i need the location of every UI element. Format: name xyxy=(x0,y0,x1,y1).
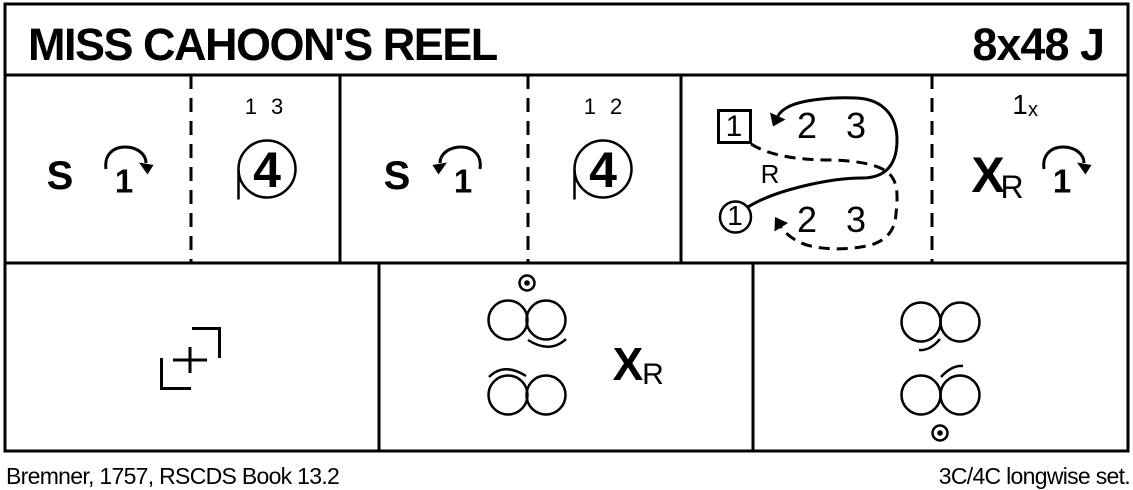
reel-dancer-number: 3 xyxy=(845,105,867,146)
cross-hand-label: R xyxy=(642,358,664,391)
dancer-circle xyxy=(900,374,942,416)
pivot-dot-icon xyxy=(931,424,949,442)
pivot-dot-center xyxy=(937,430,943,436)
turn-anticlockwise-icon xyxy=(432,145,482,175)
turn-couple-number: 1 xyxy=(114,162,134,200)
pivot-dot-center xyxy=(524,280,530,286)
couple-number: 1 xyxy=(1012,89,1028,120)
set-label: S xyxy=(46,154,74,198)
cross-label: X xyxy=(971,147,1005,203)
reel-dancer-number: 2 xyxy=(796,199,818,240)
source-caption: Bremner, 1757, RSCDS Book 13.2 xyxy=(6,463,340,489)
first-woman-number: 1 xyxy=(727,200,743,231)
turn-couple-number: 1 xyxy=(1052,162,1072,200)
dance-title: MISS CAHOON'S REEL xyxy=(28,19,498,70)
circle-four-icon xyxy=(237,139,297,200)
outer-border xyxy=(3,2,1130,453)
hands-round-number: 4 xyxy=(589,142,617,198)
cross-label: X xyxy=(612,338,644,390)
arrowhead xyxy=(432,162,447,175)
rotation-tail xyxy=(918,338,941,352)
grid-lines xyxy=(3,2,1130,453)
rotation-tail xyxy=(527,338,567,348)
set-type-caption: 3C/4C longwise set. xyxy=(938,463,1131,489)
crossed-suffix: x xyxy=(1028,99,1038,121)
reel-dancer-number: 3 xyxy=(845,199,867,240)
reel-path-solid xyxy=(747,96,899,209)
woman-marker xyxy=(718,200,753,234)
first-corner-bracket xyxy=(192,327,221,358)
rotation-tail xyxy=(488,368,527,378)
dancer-circle xyxy=(900,301,942,343)
reel-of-three-icon xyxy=(717,96,899,251)
second-corner-bracket xyxy=(160,358,191,390)
poussette-icon xyxy=(487,274,567,416)
cross-hand-label: R xyxy=(1000,169,1024,205)
reel-dancer-number: 2 xyxy=(796,105,818,146)
turn-clockwise-icon xyxy=(104,145,154,175)
man-marker xyxy=(717,109,752,144)
arrowhead xyxy=(139,162,154,175)
pivot-dot-icon xyxy=(518,274,536,292)
first-man-number: 1 xyxy=(725,110,743,143)
couples-label: 1 3 xyxy=(244,94,288,119)
couples-label: 1 2 xyxy=(583,94,627,119)
shoulder-label: R xyxy=(760,159,780,189)
rotation-tail xyxy=(940,364,964,378)
dancer-circle xyxy=(939,301,981,343)
circle-four-icon xyxy=(573,139,633,200)
arrowhead xyxy=(770,112,786,127)
dancer-circle xyxy=(487,299,529,341)
turn-clockwise-icon xyxy=(1042,145,1092,175)
dancer-circle xyxy=(525,299,567,341)
dancer-circle xyxy=(939,374,981,416)
arrowhead xyxy=(774,217,788,232)
repeat-code: 8x48 J xyxy=(972,19,1105,70)
dancer-circle xyxy=(487,374,529,416)
arrowhead xyxy=(1077,162,1092,175)
poussette-icon xyxy=(900,301,981,442)
turn-couple-number: 1 xyxy=(453,162,473,200)
corners-partner-icon xyxy=(160,327,221,390)
dancer-circle xyxy=(525,374,567,416)
reel-path-dashed xyxy=(750,142,899,251)
set-label: S xyxy=(383,154,411,198)
hands-round-number: 4 xyxy=(253,142,281,198)
